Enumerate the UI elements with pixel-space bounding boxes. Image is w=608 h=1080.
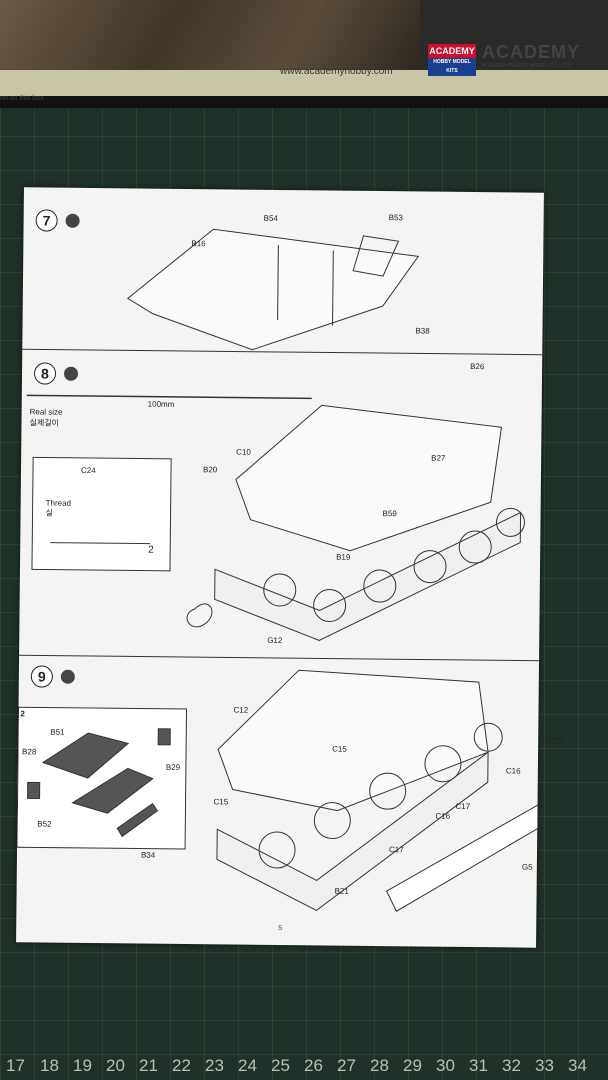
part-label: B51 (50, 727, 65, 737)
ruler-number: 21 (139, 1056, 158, 1075)
track-drawing (214, 511, 522, 641)
tank-hull-drawing (235, 404, 503, 552)
kit-box: www.academyhobby.com nn on this box. ACA… (0, 0, 608, 108)
box-note: nn on this box. (0, 95, 46, 102)
part-label: B53 (388, 213, 403, 223)
part-label: C10 (236, 447, 251, 457)
part-label: B19 (336, 552, 351, 562)
part-label: C24 (80, 465, 96, 476)
academy-logo-sub: HOBBY MODEL KITS (428, 58, 476, 76)
part-label: B20 (202, 465, 218, 475)
part-label: C15 (332, 744, 347, 754)
ruler-number: 26 (304, 1056, 323, 1075)
part-label: C12 (233, 705, 249, 715)
academy-brand: ACADEMY ACADEMY PLASTIC MODEL CO., LTD. (482, 42, 580, 69)
part-label: B29 (165, 762, 181, 772)
ruler-number: 28 (370, 1056, 389, 1075)
ruler-number: 29 (403, 1056, 422, 1075)
thread-label: Thread (45, 498, 72, 508)
ruler-number: 20 (106, 1056, 125, 1075)
box-url: www.academyhobby.com (280, 66, 393, 77)
part-label: B16 (191, 239, 206, 249)
part-label: B21 (334, 886, 349, 896)
length-label: 100mm (147, 399, 175, 409)
part-label: G12 (267, 635, 283, 646)
part-label: C16 (435, 811, 451, 821)
ruler-number: 27 (337, 1056, 356, 1075)
part-label: B28 (22, 747, 37, 757)
real-size-label: Real size (29, 407, 63, 417)
academy-brand-text: ACADEMY (482, 42, 581, 62)
ruler-number: 34 (568, 1056, 587, 1075)
ruler-number: 32 (502, 1056, 521, 1075)
ruler-number: 33 (535, 1056, 554, 1075)
mat-ruler: 17 18 19 20 21 22 23 24 25 26 27 28 29 3… (0, 1050, 608, 1080)
part-label: B59 (382, 509, 397, 519)
ruler-number: 30 (436, 1056, 455, 1075)
schurzen-plate-drawing (385, 787, 544, 912)
real-size-label-ko: 실제길이 (29, 418, 59, 428)
step-9-number: 9 (30, 665, 53, 688)
thread-label-ko: 실 (45, 508, 53, 518)
subassembly-number: 2 (20, 709, 25, 719)
ruler-number: 23 (205, 1056, 224, 1075)
hull-floor-drawing (126, 228, 420, 351)
instruction-sheet: 7 B16 B54 B53 B38 8 B26 C10 B27 C24 B20 … (16, 187, 563, 948)
part-label: B34 (140, 850, 156, 860)
ruler-number: 24 (238, 1056, 257, 1075)
part-label: B27 (431, 453, 446, 463)
glue-icon (63, 366, 79, 381)
glue-icon (60, 669, 75, 684)
glue-icon (65, 213, 80, 228)
part-label: C16 (505, 766, 521, 776)
part-label: C15 (213, 797, 229, 807)
page-number: 5 (278, 925, 283, 933)
academy-brand-sub: ACADEMY PLASTIC MODEL CO., LTD. (482, 63, 572, 69)
part-label: B54 (263, 213, 278, 223)
part-label: C17 (455, 801, 471, 812)
part-label: B38 (415, 326, 430, 336)
hatch-drawing (352, 235, 400, 277)
part-label: C17 (548, 736, 563, 746)
academy-logo: ACADEMY HOBBY MODEL KITS (428, 44, 476, 76)
ruler-number: 22 (172, 1056, 191, 1075)
part-label: C17 (389, 845, 404, 855)
tow-cable-drawing (186, 603, 213, 628)
box-art (0, 0, 420, 70)
part-label: B26 (470, 361, 485, 372)
step-7-number: 7 (35, 209, 58, 232)
instruction-drawings (16, 228, 544, 912)
step-8-number: 8 (33, 362, 57, 385)
ruler-number: 31 (469, 1056, 488, 1075)
box-shadow-bar (0, 96, 608, 108)
academy-logo-text: ACADEMY (429, 46, 475, 56)
rear-track-drawing (216, 751, 489, 911)
part-label: B52 (37, 819, 52, 829)
ruler-number: 18 (40, 1056, 59, 1075)
quantity-label: 2 (148, 544, 154, 556)
ruler-number: 25 (271, 1056, 290, 1075)
part-label: G5 (521, 862, 533, 872)
ruler-number: 17 (6, 1056, 25, 1075)
ruler-number: 19 (73, 1056, 92, 1075)
